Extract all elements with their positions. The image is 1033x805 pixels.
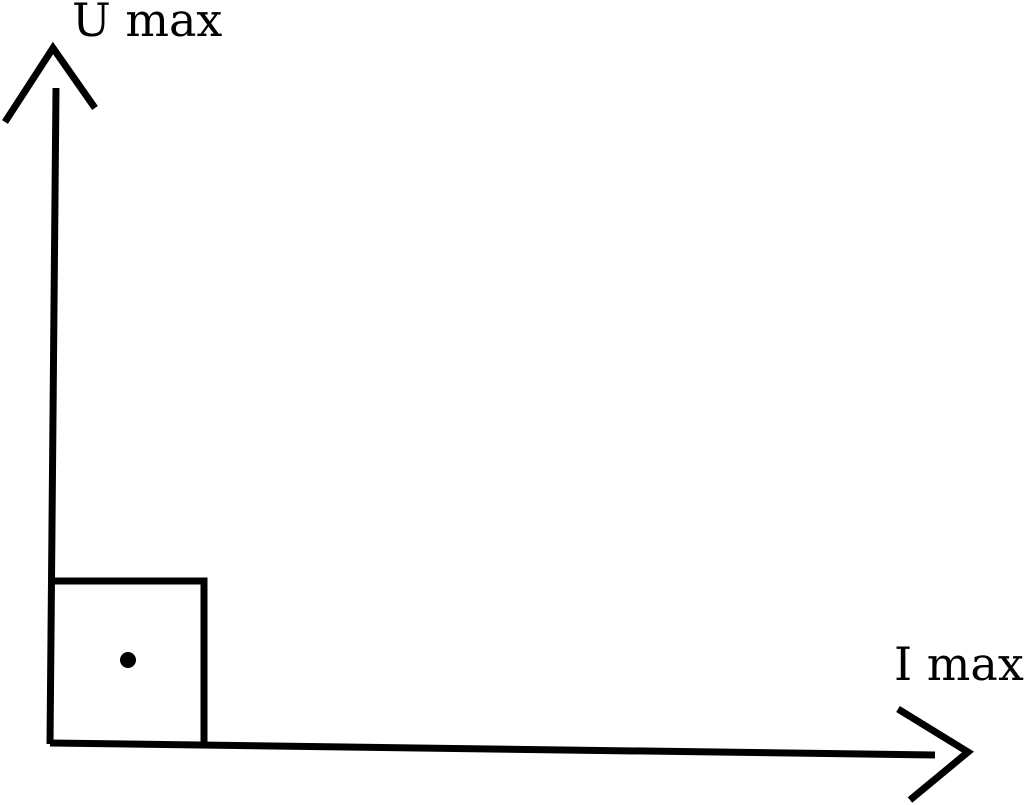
y-axis-line: [46, 87, 60, 745]
x-axis-arrowhead: [896, 706, 974, 803]
y-axis-label: U max: [72, 0, 222, 47]
y-axis-arrowhead: [2, 41, 98, 124]
x-axis-label: I max: [894, 637, 1024, 691]
x-axis-line: [49, 739, 936, 759]
origin-dot: [120, 652, 136, 668]
origin-square: [50, 577, 208, 745]
